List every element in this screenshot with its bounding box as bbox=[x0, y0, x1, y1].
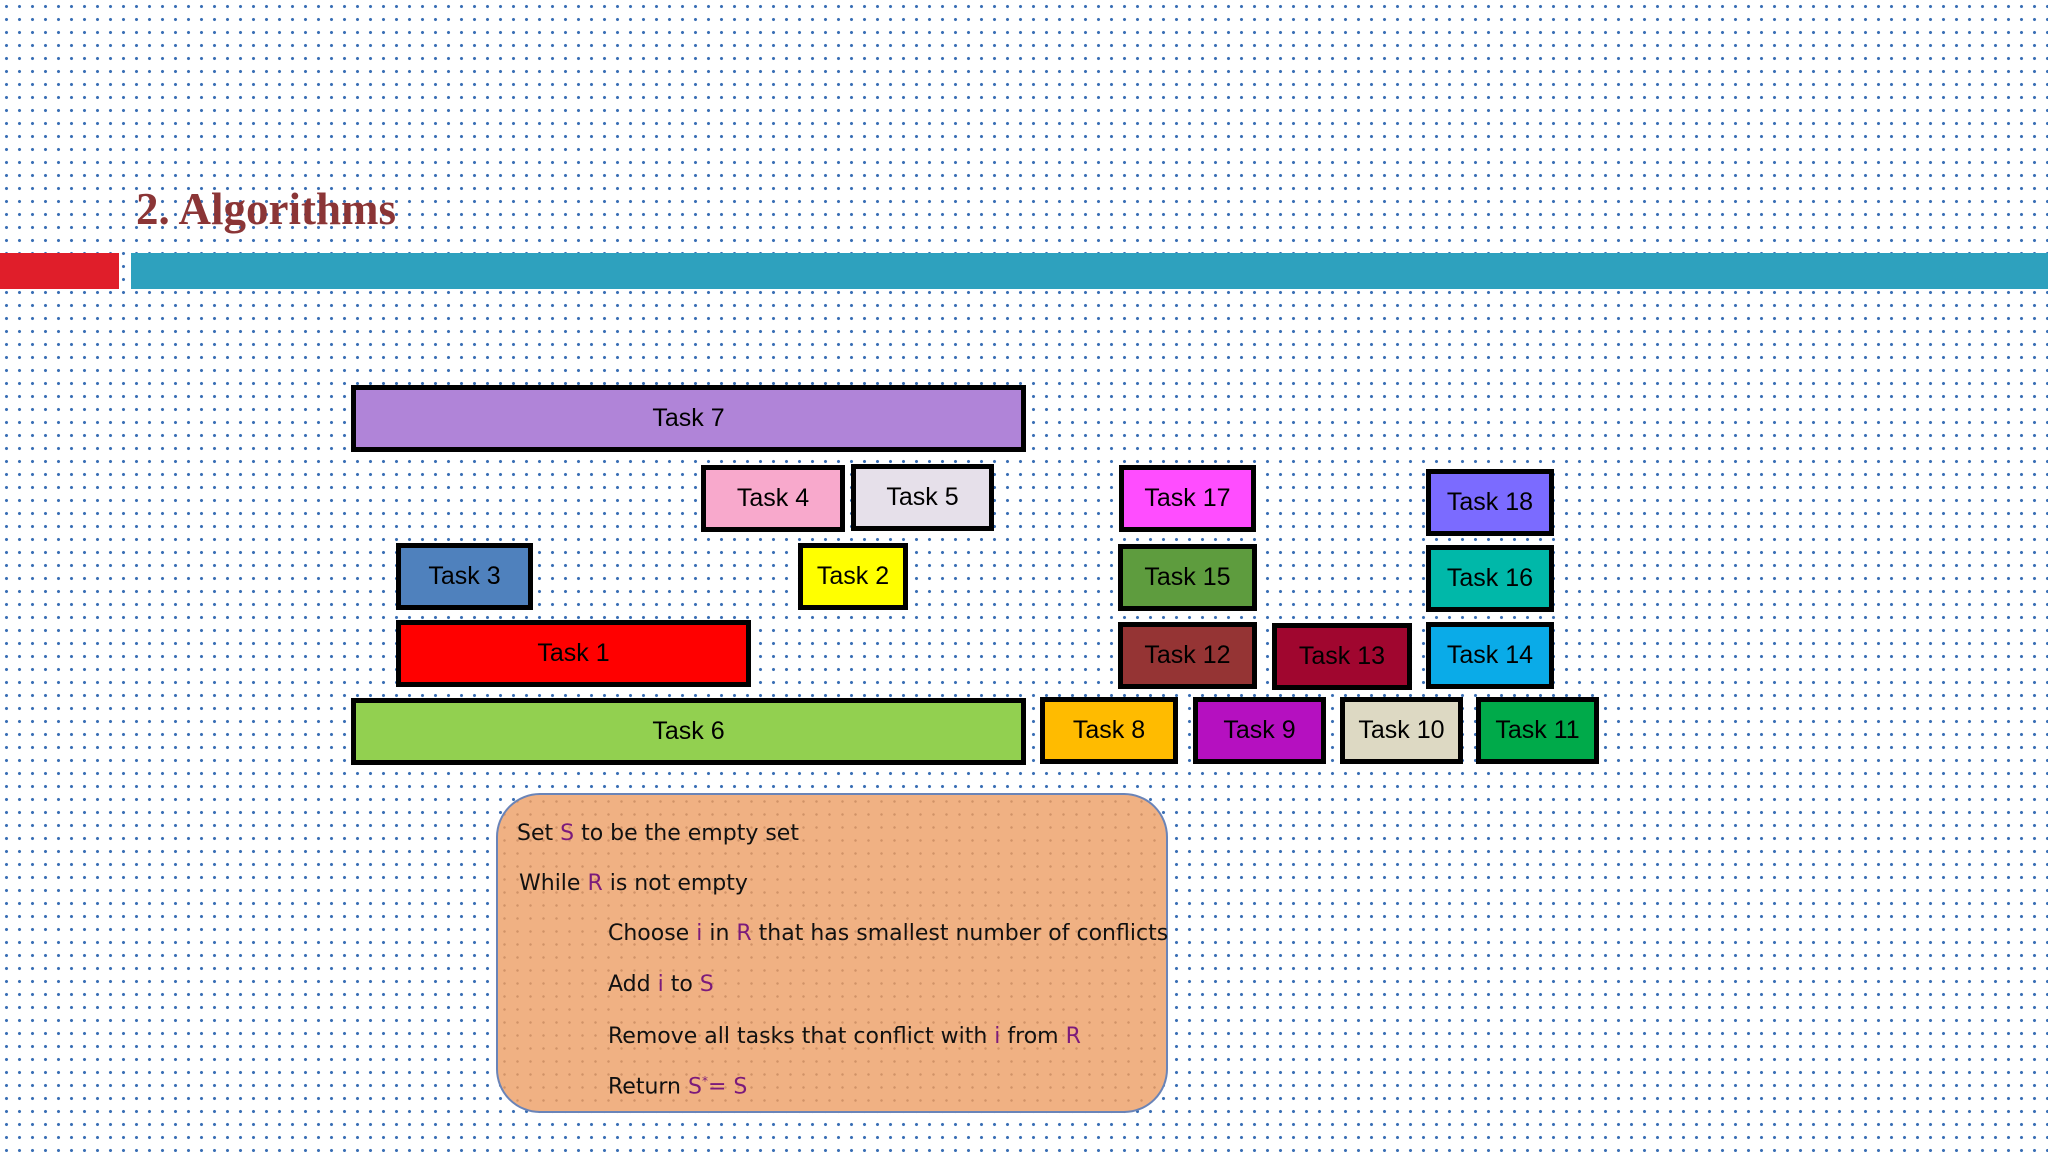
task-11-box: Task 11 bbox=[1476, 697, 1599, 764]
task-6-box: Task 6 bbox=[351, 698, 1026, 765]
task-7-box: Task 7 bbox=[351, 385, 1026, 452]
task-13-box: Task 13 bbox=[1272, 623, 1412, 690]
task-16-box: Task 16 bbox=[1426, 545, 1554, 612]
task-2-box: Task 2 bbox=[798, 543, 908, 610]
algo-line-5: Remove all tasks that conflict with i fr… bbox=[608, 1024, 1081, 1049]
task-15-box: Task 15 bbox=[1118, 544, 1257, 611]
task-18-box: Task 18 bbox=[1426, 469, 1554, 536]
task-1-box: Task 1 bbox=[396, 620, 751, 687]
task-5-box: Task 5 bbox=[851, 464, 994, 531]
task-8-box: Task 8 bbox=[1040, 697, 1178, 764]
algo-line-2: While R is not empty bbox=[519, 871, 748, 896]
algo-line-6: Return S*= S bbox=[608, 1074, 748, 1100]
algorithm-box: Set S to be the empty set While R is not… bbox=[496, 793, 1168, 1113]
task-3-box: Task 3 bbox=[396, 543, 533, 610]
slide-title: 2. Algorithms bbox=[136, 184, 397, 234]
title-underline-bar bbox=[131, 253, 2048, 289]
task-4-box: Task 4 bbox=[701, 465, 845, 532]
task-14-box: Task 14 bbox=[1426, 622, 1554, 689]
algo-line-3: Choose i in R that has smallest number o… bbox=[608, 921, 1169, 946]
task-12-box: Task 12 bbox=[1118, 622, 1257, 689]
task-9-box: Task 9 bbox=[1193, 697, 1326, 764]
algo-line-1: Set S to be the empty set bbox=[517, 821, 799, 846]
task-10-box: Task 10 bbox=[1340, 697, 1463, 764]
title-accent-bar bbox=[0, 253, 119, 289]
task-17-box: Task 17 bbox=[1119, 465, 1256, 532]
algo-line-4: Add i to S bbox=[608, 972, 714, 997]
